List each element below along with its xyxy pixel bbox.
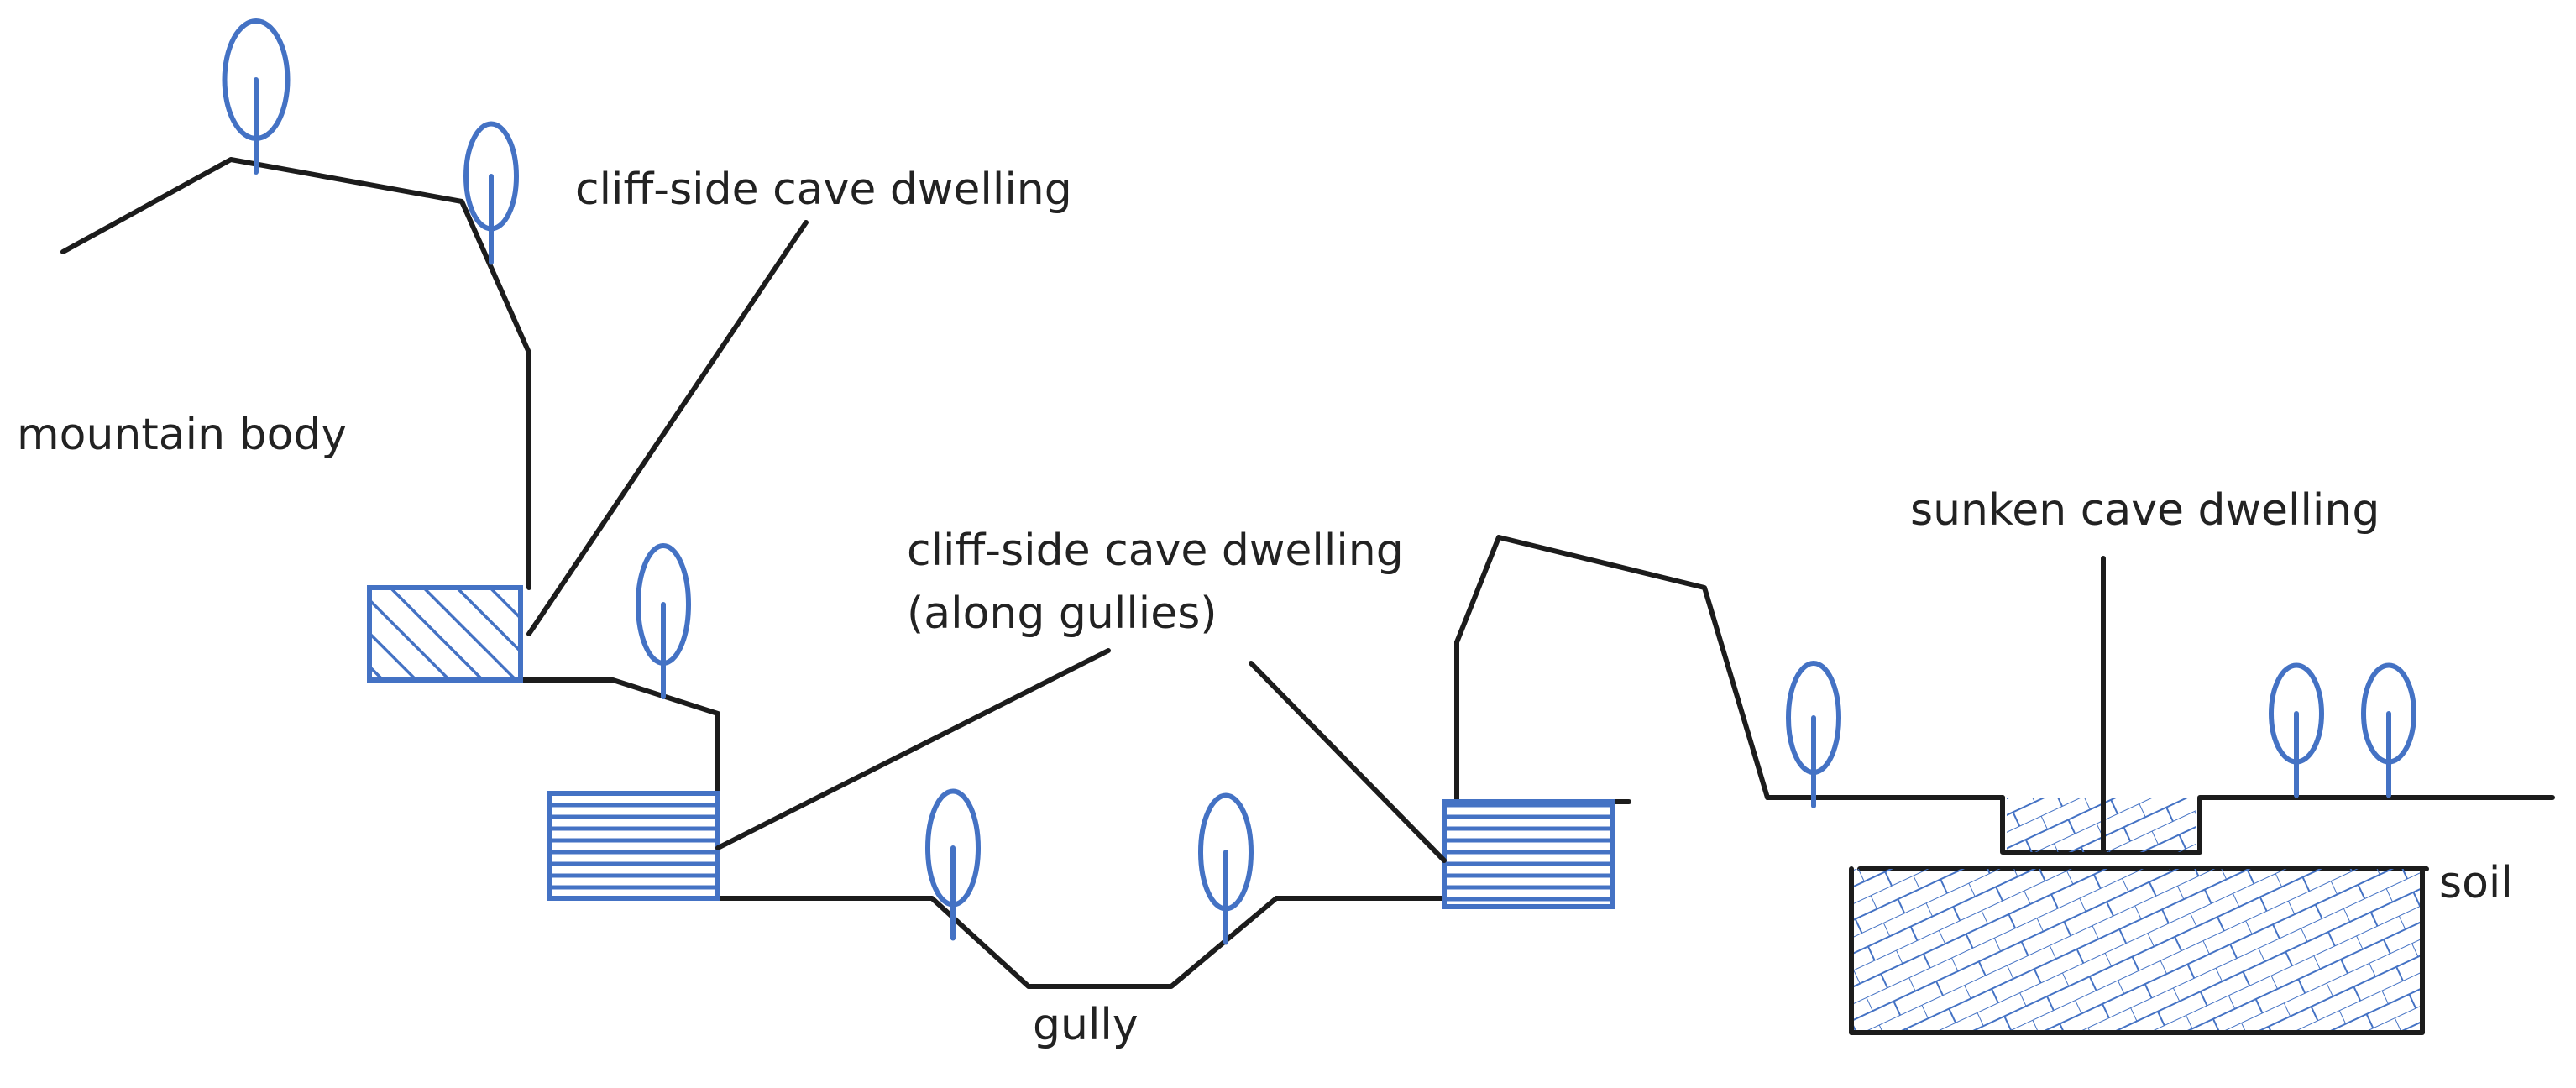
trees (222, 18, 2416, 945)
sunken-pit-rim (2000, 795, 2555, 855)
dwelling-outline (367, 585, 523, 683)
tree-icon (2269, 662, 2324, 798)
label-mountain-body: mountain body (17, 410, 348, 460)
tree-icon (222, 18, 291, 175)
label-cliff-side-gullies-line2: (along gullies) (907, 588, 1217, 639)
label-sunken: sunken cave dwelling (1910, 485, 2380, 536)
leader-lines (526, 220, 2106, 863)
tree-icon (925, 788, 981, 941)
tree-icon (2361, 662, 2416, 798)
mountain-top-ridge (60, 157, 531, 590)
sunken-dwelling (1849, 798, 2425, 1035)
dwelling-outline (1442, 799, 1615, 909)
tree-icon (1198, 792, 1254, 945)
label-cliff-side-top: cliff-side cave dwelling (575, 165, 1072, 215)
leader-gully-left (715, 648, 1111, 850)
leader-cliff-top (526, 220, 809, 636)
label-gully: gully (1033, 1000, 1139, 1050)
tree-icon (463, 121, 519, 265)
leader-gully-right (1249, 661, 1447, 863)
sunken-pit-outline (1849, 866, 2425, 1035)
right-ridge (1454, 535, 2005, 800)
cliff-side-dwelling-gully-right (1442, 799, 1615, 909)
label-cliff-side-gullies-line1: cliff-side cave dwelling (907, 526, 1404, 576)
tree-icon (1786, 661, 1841, 808)
gully-floor-profile (715, 896, 1447, 989)
tree-icon (636, 543, 691, 699)
cliff-side-dwelling-gully-left (547, 791, 720, 901)
label-soil: soil (2439, 858, 2513, 908)
cliff-side-dwelling-top (367, 585, 523, 683)
